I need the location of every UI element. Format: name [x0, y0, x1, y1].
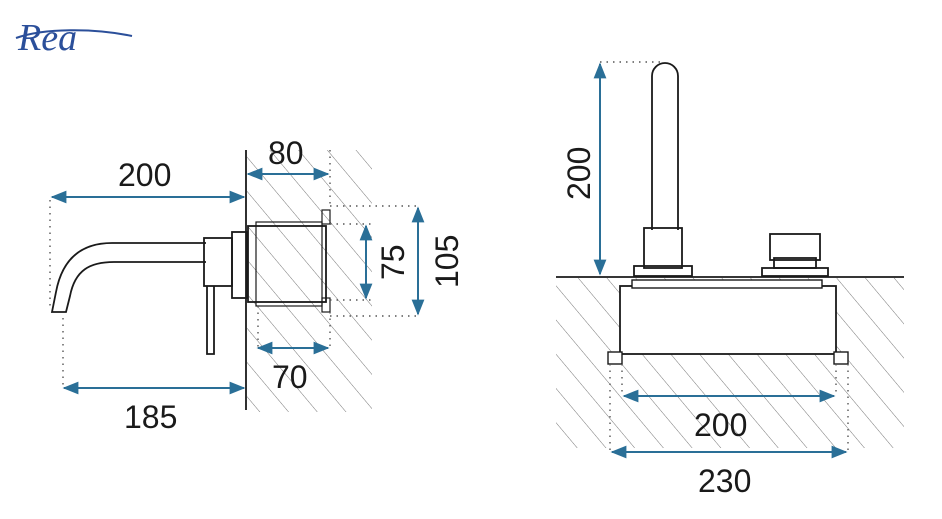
wall-hatch — [247, 150, 372, 412]
body-cap — [631, 279, 823, 289]
ear-left — [607, 351, 623, 365]
dim-side-width-top: 200 — [118, 157, 171, 193]
front-view: 200 200 230 — [556, 61, 904, 499]
box-plate — [255, 221, 323, 307]
dim-side-width-bottom: 185 — [124, 399, 177, 435]
logo-text: Rea — [17, 17, 77, 59]
handle-flange — [761, 267, 829, 277]
valve-body — [619, 285, 837, 355]
side-view: 200 185 80 70 75 105 — [49, 135, 465, 435]
in-wall-box — [247, 225, 327, 303]
dim-side-height-inner: 75 — [375, 244, 411, 280]
ear-right — [833, 351, 849, 365]
dim-front-inner-width: 200 — [694, 407, 747, 443]
spout-base — [643, 227, 683, 269]
spout — [50, 242, 206, 313]
spout-column — [651, 62, 679, 230]
lever-hub — [203, 237, 233, 287]
rea-logo: Rea — [15, 17, 133, 59]
handle-knob — [769, 233, 821, 261]
box-ear-top — [321, 209, 331, 225]
box-ear-bottom — [321, 297, 331, 313]
dim-front-spout-height: 200 — [561, 147, 597, 200]
dim-side-depth-bottom: 70 — [272, 359, 308, 395]
logo-swoosh — [15, 29, 133, 39]
dim-side-height-outer: 105 — [429, 235, 465, 288]
lever-handle — [206, 286, 215, 355]
wall-flange — [231, 231, 248, 299]
spout-flange — [633, 265, 693, 277]
dim-side-depth-top: 80 — [268, 135, 304, 171]
dim-front-outer-width: 230 — [698, 463, 751, 499]
